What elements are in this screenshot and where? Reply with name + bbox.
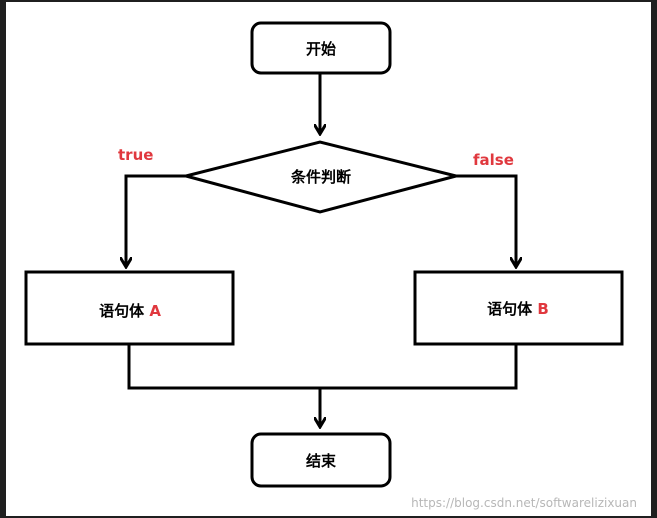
statement-a-label: 语句体 A: [99, 302, 161, 320]
start-node-shape: [250, 21, 392, 75]
start-node-label: 开始: [306, 40, 336, 58]
true-label: true: [118, 146, 153, 164]
arrow-false-branch: [456, 174, 516, 267]
merge-line: [127, 345, 518, 390]
statement-a-letter: A: [149, 302, 161, 320]
end-node-label: 结束: [306, 452, 337, 470]
start-node: 开始: [250, 21, 392, 75]
diagram-canvas: 开始 条件判断 true false 语句体 A 语句体 B: [6, 2, 651, 516]
statement-a-node: 语句体 A: [24, 270, 235, 346]
statement-b-letter: B: [537, 300, 548, 318]
statement-b-node: 语句体 B: [413, 270, 624, 346]
statement-b-label: 语句体 B: [487, 300, 549, 318]
end-node-shape: [250, 432, 392, 488]
end-node: 结束: [250, 432, 392, 488]
arrow-true-branch: [126, 174, 186, 267]
flowchart: 开始 条件判断 true false 语句体 A 语句体 B: [24, 21, 624, 488]
watermark-text: https://blog.csdn.net/softwarelizixuan: [411, 496, 637, 510]
statement-a-text: 语句体: [99, 302, 145, 320]
condition-node-label: 条件判断: [290, 168, 351, 186]
condition-node: 条件判断: [180, 140, 457, 214]
statement-a-shape: [24, 270, 235, 346]
statement-b-shape: [413, 270, 624, 346]
false-label: false: [473, 151, 514, 169]
statement-b-text: 语句体: [487, 300, 533, 318]
